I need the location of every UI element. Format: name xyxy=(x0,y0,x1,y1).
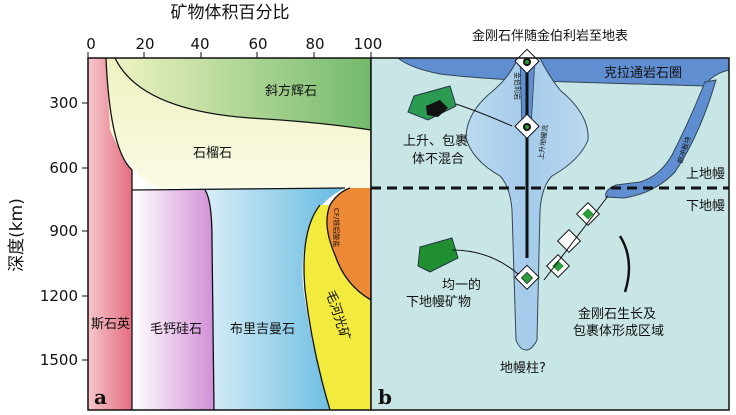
growth-zone-diamonds xyxy=(543,195,609,281)
garnet-field xyxy=(106,58,371,188)
y-tick-900: 900 xyxy=(49,222,78,240)
label-craton: 克拉通岩石圈 xyxy=(604,66,682,81)
left-axis-ticks xyxy=(82,102,88,361)
diamond-bottom xyxy=(514,264,540,291)
label-garnet: 石榴石 xyxy=(193,146,232,161)
label-ascent-line-2: 体不混合 xyxy=(412,152,464,167)
ca-ferrite-field xyxy=(326,188,371,300)
panel-b-frame xyxy=(370,57,730,411)
label-bridgmanite: 布里吉曼石 xyxy=(230,322,295,337)
label-plume: 地幔柱? xyxy=(500,361,546,376)
panel-b: 金刚石伴随金伯利岩至地表 克拉通岩石圈 金伯利岩 上升地幔流 俯冲板块 上地幔 … xyxy=(370,28,730,411)
x-tick-100: 100 xyxy=(354,35,383,53)
panel-a-label: a xyxy=(94,385,107,409)
orthopyroxene-field xyxy=(115,58,371,130)
panel-a-boundaries xyxy=(105,57,372,411)
label-homogeneous-line-1: 均一的 xyxy=(442,277,481,293)
label-homogeneous-line-2: 下地幔矿物 xyxy=(406,295,471,310)
panel-b-title: 金刚石伴随金伯利岩至地表 xyxy=(472,28,628,44)
y-tick-600: 600 xyxy=(49,159,78,177)
top-axis-ticks xyxy=(87,52,372,58)
x-tick-80: 80 xyxy=(305,35,324,53)
label-ascent-line-1: 上升、包裹 xyxy=(403,134,468,149)
panel-b-label: b xyxy=(378,385,392,409)
panel-a: 矿物体积百分比 0 20 40 60 80 100 300 600 900 12… xyxy=(7,3,383,411)
growth-zone-arc xyxy=(618,235,631,293)
label-upper-mantle: 上地幔 xyxy=(686,167,725,182)
left-axis-title: 深度(km) xyxy=(7,198,27,272)
x-tick-60: 60 xyxy=(248,35,267,53)
label-ca-perovskite: 毛钙硅石 xyxy=(150,322,202,337)
label-stishovite: 斯石英 xyxy=(91,317,130,332)
label-growth-line-1: 金刚石生长及 xyxy=(578,306,656,322)
label-lower-mantle: 下地幔 xyxy=(686,199,725,214)
y-tick-1200: 1200 xyxy=(40,287,78,305)
label-kimberlite: 金伯利岩 xyxy=(513,72,522,100)
label-orthopyroxene: 斜方辉石 xyxy=(265,83,317,99)
craton-lithosphere xyxy=(396,57,730,87)
diamond-top xyxy=(514,48,540,75)
top-axis-title: 矿物体积百分比 xyxy=(171,3,290,23)
ca-perovskite-field xyxy=(132,190,214,410)
x-tick-20: 20 xyxy=(135,35,154,53)
subducting-slab xyxy=(605,79,717,199)
y-tick-1500: 1500 xyxy=(40,351,78,369)
y-tick-300: 300 xyxy=(49,94,78,112)
label-growth-line-2: 包裹体形成区域 xyxy=(573,324,664,339)
stishovite-field xyxy=(88,58,132,410)
bridgmanite-field xyxy=(160,188,345,410)
diamond-middle xyxy=(514,113,540,140)
homogeneous-mineral-icon xyxy=(417,237,459,273)
x-tick-0: 0 xyxy=(86,35,96,53)
x-tick-40: 40 xyxy=(190,35,209,53)
label-ca-ferrite: CF/铁铝酸盐 xyxy=(332,208,341,247)
